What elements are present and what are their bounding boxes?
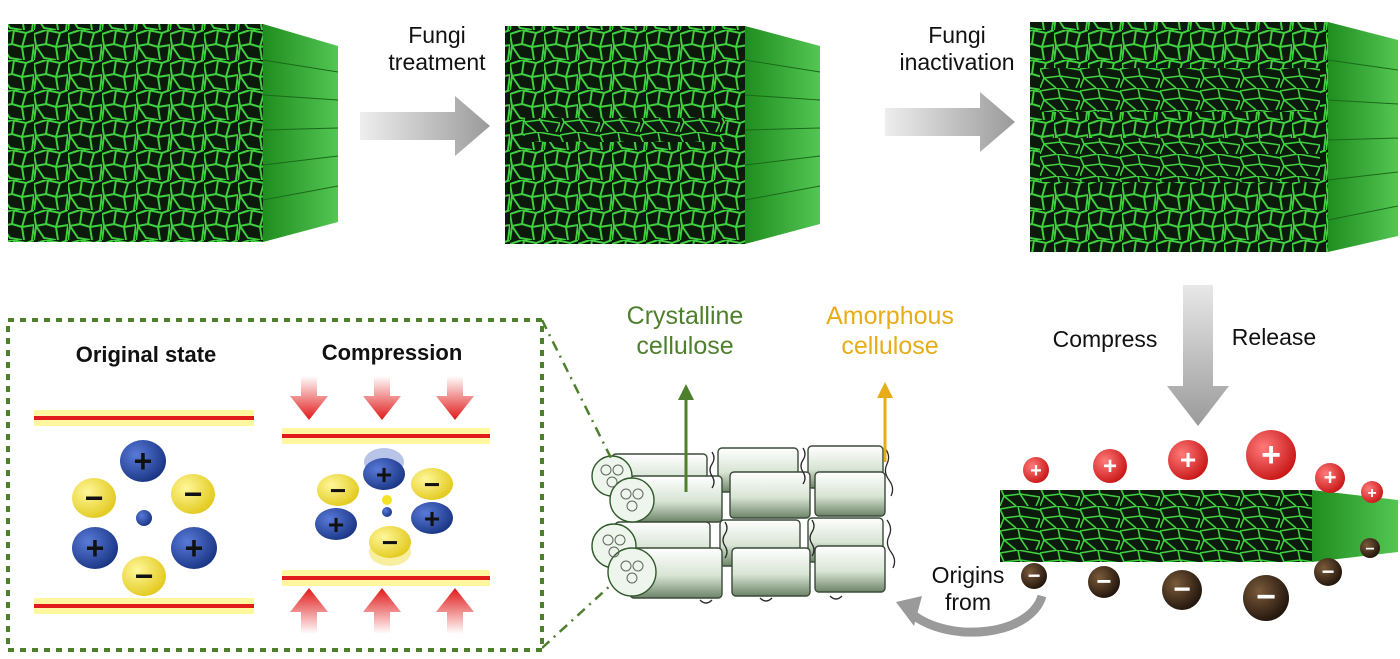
step-arrow-1 bbox=[360, 96, 490, 156]
anion-ball bbox=[1162, 570, 1202, 610]
compress-arrow bbox=[1167, 285, 1229, 426]
anion-ball bbox=[1088, 566, 1120, 598]
cellulose-bundle bbox=[591, 445, 896, 604]
plus-sign: + bbox=[424, 503, 440, 534]
anion-row bbox=[1021, 538, 1380, 621]
minus-sign: − bbox=[1028, 563, 1041, 588]
compress-label: Compress bbox=[1052, 326, 1158, 352]
wood-block-fungi-treated bbox=[505, 26, 821, 244]
release-label: Release bbox=[1231, 324, 1317, 350]
plus-sign: + bbox=[328, 509, 344, 540]
plus-sign: + bbox=[1367, 485, 1376, 502]
electrode-top-compression bbox=[282, 428, 490, 444]
minus-sign: − bbox=[382, 527, 398, 558]
electrode-bottom-original bbox=[34, 598, 254, 614]
plus-sign: + bbox=[185, 530, 204, 566]
minus-sign: − bbox=[1173, 573, 1191, 606]
ion-cluster-original bbox=[72, 440, 217, 596]
minus-sign: − bbox=[1256, 578, 1276, 616]
compressed-wood-slab bbox=[1000, 490, 1398, 562]
anion-ball bbox=[1314, 558, 1342, 586]
compression-arrows-bottom bbox=[290, 588, 474, 634]
plus-sign: + bbox=[86, 530, 105, 566]
cation-ball bbox=[1361, 481, 1383, 503]
minus-sign: − bbox=[1322, 559, 1335, 584]
cation-row bbox=[1023, 430, 1383, 503]
electrode-top-original bbox=[34, 410, 254, 426]
anion-ball bbox=[1360, 538, 1380, 558]
electrode-bottom-compression bbox=[282, 570, 490, 586]
compression-arrows-top bbox=[290, 376, 474, 420]
amorphous-cellulose-label: Amorphous cellulose bbox=[826, 302, 954, 360]
ion-cluster-compression bbox=[315, 448, 453, 566]
minus-sign: − bbox=[1365, 541, 1374, 558]
compression-title: Compression bbox=[321, 340, 463, 365]
minus-sign: − bbox=[85, 480, 104, 516]
cation-ball bbox=[1168, 440, 1208, 480]
amorphous-pointer bbox=[877, 382, 893, 462]
fungi-inactivation-label: Fungi inactivation bbox=[899, 22, 1015, 76]
plus-sign: + bbox=[1030, 460, 1042, 482]
crystalline-cellulose-label: Crystalline cellulose bbox=[626, 302, 744, 360]
plus-sign: + bbox=[1103, 453, 1117, 480]
minus-sign: − bbox=[1096, 566, 1111, 596]
ion-mechanism-inset bbox=[6, 318, 544, 652]
cation-ball bbox=[1315, 463, 1345, 493]
crystalline-pointer bbox=[678, 384, 694, 492]
origins-from-label: Origins from bbox=[931, 562, 1005, 616]
fungi-treatment-label: Fungi treatment bbox=[388, 22, 486, 76]
cation-ball bbox=[1093, 449, 1127, 483]
original-state-title: Original state bbox=[75, 342, 217, 367]
anion-ball bbox=[1243, 575, 1289, 621]
plus-sign: + bbox=[1261, 436, 1281, 474]
minus-sign: − bbox=[184, 476, 203, 512]
wood-block-fungi-inactivated bbox=[1030, 22, 1399, 252]
wood-block-natural bbox=[8, 24, 339, 242]
cation-ball bbox=[1246, 430, 1296, 480]
plus-sign: + bbox=[1324, 465, 1337, 490]
plus-sign: + bbox=[376, 459, 392, 490]
cation-ball bbox=[1023, 457, 1049, 483]
origins-curve-arrow bbox=[909, 594, 1047, 637]
step-arrow-2 bbox=[885, 92, 1015, 152]
plus-sign: + bbox=[1180, 444, 1196, 475]
zoom-guide-lines bbox=[540, 319, 614, 649]
plus-sign: + bbox=[134, 443, 153, 479]
anion-ball bbox=[1021, 563, 1047, 589]
minus-sign: − bbox=[330, 475, 346, 506]
minus-sign: − bbox=[135, 558, 154, 594]
minus-sign: − bbox=[424, 469, 440, 500]
